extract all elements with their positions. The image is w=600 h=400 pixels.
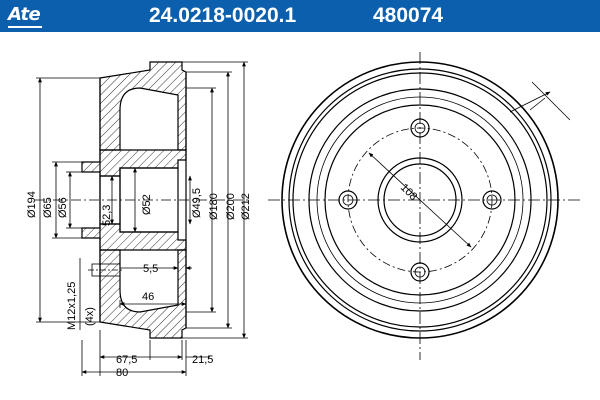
dim-w5-5: 5,5 — [143, 263, 158, 275]
drum-outer-edge — [281, 61, 559, 339]
dim-w21-5: 21,5 — [192, 354, 213, 366]
drum-ring-3 — [308, 88, 532, 312]
hub-lower — [81, 223, 187, 251]
reference-number: 480074 — [373, 4, 444, 27]
bolt-hole-bottom — [410, 262, 430, 282]
drum-ring-4 — [316, 96, 524, 304]
bolt-hole-right — [482, 190, 502, 210]
dim-thread: M12x1,25 — [66, 282, 78, 330]
dim-d56: Ø56 — [57, 197, 69, 218]
drum-ring-2 — [292, 72, 548, 328]
pcd-dimension-line — [368, 152, 472, 248]
dim-d180: Ø180 — [208, 193, 220, 220]
technical-drawing: Ø194 Ø65 Ø56 52,3 Ø52 Ø49,5 Ø180 Ø200 Ø2… — [26, 52, 580, 379]
dim-d65: Ø65 — [42, 197, 54, 218]
drum-wall-upper — [99, 61, 187, 151]
title-bar: Ate 24.0218-0020.1 480074 — [0, 0, 600, 32]
front-view: 108 — [268, 52, 580, 360]
hub-upper — [81, 149, 187, 177]
dim-w80: 80 — [116, 367, 128, 379]
drum-ring-1 — [288, 68, 552, 332]
dim-d212: Ø212 — [240, 193, 252, 220]
dim-d52: Ø52 — [141, 194, 153, 215]
dim-w46: 46 — [142, 291, 154, 303]
part-number: 24.0218-0020.1 — [149, 4, 297, 27]
drum-ring-5 — [324, 104, 516, 296]
dim-d49-5: Ø49,5 — [191, 188, 203, 218]
bearing-seat — [119, 167, 179, 233]
pcd-circle — [347, 127, 493, 273]
dim-thread-count: (4x) — [84, 307, 96, 326]
side-section-view: Ø194 Ø65 Ø56 52,3 Ø52 Ø49,5 Ø180 Ø200 Ø2… — [26, 61, 252, 379]
dim-d194: Ø194 — [26, 191, 38, 218]
bolt-hole-top — [410, 118, 430, 138]
logo-underline — [8, 26, 42, 28]
dim-w67-5: 67,5 — [116, 354, 137, 366]
dim-d52-3: 52,3 — [101, 205, 113, 226]
bolt-hole-left — [338, 190, 358, 210]
dim-d200: Ø200 — [225, 193, 237, 220]
drum-wall-lower — [99, 249, 187, 339]
ate-logo: Ate — [8, 4, 41, 25]
